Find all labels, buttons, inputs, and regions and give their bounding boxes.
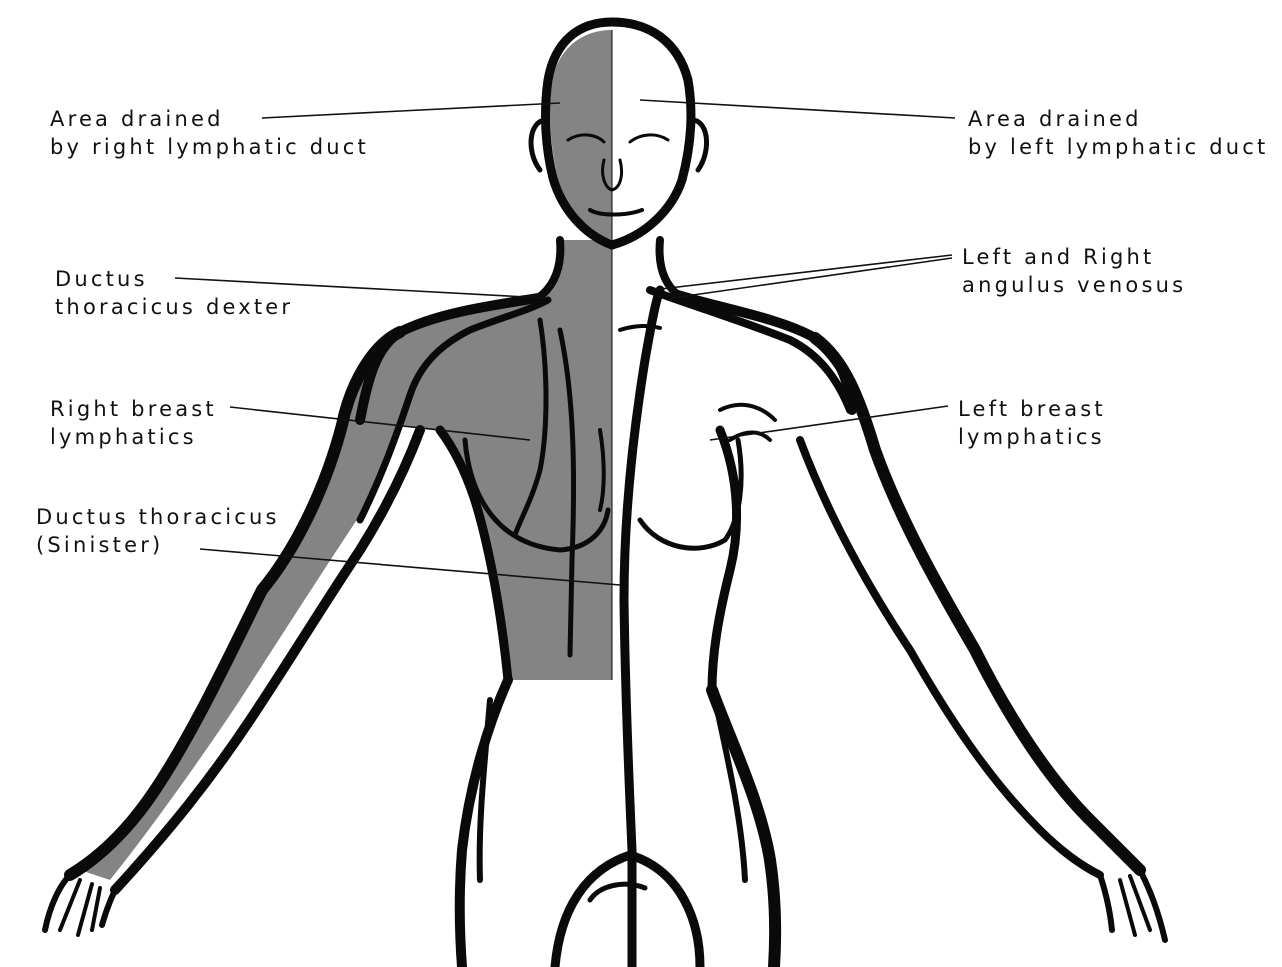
label-left-breast-line1: Left breast [958, 397, 1106, 421]
label-right-breast-line1: Right breast [50, 397, 217, 421]
label-ductus-dexter: Ductus thoracicus dexter [55, 267, 293, 319]
label-right-breast: Right breast lymphatics [50, 397, 217, 449]
label-angulus-venosus: Left and Right angulus venosus [962, 245, 1186, 297]
label-ductus-sinister-line2: (Sinister) [36, 533, 163, 557]
label-ductus-sinister-line1: Ductus thoracicus [36, 505, 280, 529]
label-area-left-line1: Area drained [968, 107, 1142, 131]
label-ductus-dexter-line2: thoracicus dexter [55, 295, 293, 319]
label-area-right-line2: by right lymphatic duct [50, 135, 369, 159]
label-area-right-line1: Area drained [50, 107, 224, 131]
label-angulus-line2: angulus venosus [962, 273, 1186, 297]
label-left-breast: Left breast lymphatics [958, 397, 1106, 449]
label-area-left: Area drained by left lymphatic duct [968, 107, 1268, 159]
label-right-breast-line2: lymphatics [50, 425, 197, 449]
label-area-left-line2: by left lymphatic duct [968, 135, 1268, 159]
label-left-breast-line2: lymphatics [958, 425, 1105, 449]
label-angulus-line1: Left and Right [962, 245, 1154, 269]
label-ductus-sinister: Ductus thoracicus (Sinister) [36, 505, 280, 557]
label-ductus-dexter-line1: Ductus [55, 267, 148, 291]
